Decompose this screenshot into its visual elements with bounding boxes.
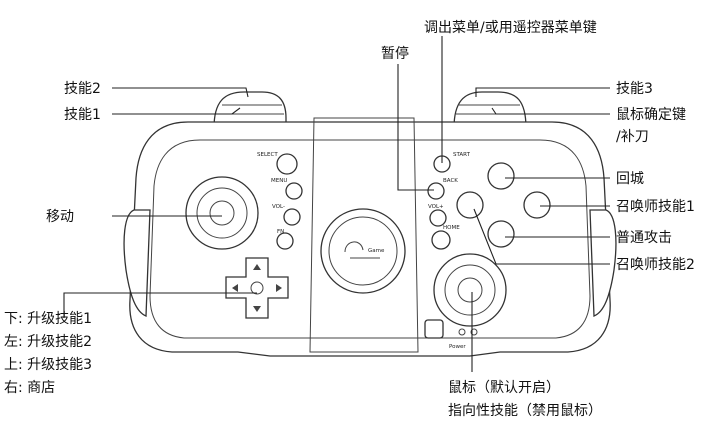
left-shoulder-button — [213, 91, 287, 129]
left-joystick-cap — [196, 187, 248, 239]
vol-plus-button — [429, 209, 447, 227]
leader-skill2 — [112, 87, 249, 98]
label-mouse-confirm: 鼠标确定键 — [616, 107, 686, 123]
leader-skill1 — [112, 107, 241, 115]
label-pause: 暂停 — [381, 45, 409, 62]
center-strip — [309, 117, 419, 353]
leader-dpad — [63, 292, 257, 318]
right-joystick-cap — [444, 264, 496, 316]
led-2 — [470, 328, 478, 336]
face-button-left — [456, 191, 484, 219]
select-button — [276, 153, 298, 175]
label-dpad-down: 下: 升级技能1 — [4, 311, 92, 327]
label-basic-attack: 普通攻击 — [616, 230, 672, 246]
vol-plus-label: VOL+ — [428, 204, 444, 210]
label-recall: 回城 — [616, 171, 644, 187]
label-move: 移动 — [46, 209, 74, 225]
select-label: SELECT — [257, 152, 278, 158]
label-directional-skill: 指向性技能（禁用鼠标） — [448, 403, 602, 419]
home-button — [431, 230, 451, 250]
leader-pause — [397, 64, 434, 191]
label-skill2: 技能2 — [64, 81, 101, 97]
fn-button — [276, 232, 294, 250]
left-grip — [123, 209, 151, 317]
left-joystick-center — [209, 200, 235, 226]
leader-summoner2 — [473, 208, 610, 265]
label-dpad-up: 上: 升级技能3 — [4, 357, 92, 373]
right-shoulder-button — [453, 91, 527, 129]
power-label: Power — [449, 344, 466, 350]
back-label: BACK — [443, 178, 458, 184]
center-logo-inner — [328, 216, 398, 286]
fn-label: FN — [277, 229, 284, 235]
menu-label: MENU — [271, 178, 287, 184]
logo-mark — [344, 241, 380, 259]
logo-text: Game — [368, 248, 385, 254]
face-button-right — [523, 191, 551, 219]
label-last-hit: /补刀 — [616, 129, 649, 145]
label-dpad-left: 左: 升级技能2 — [4, 334, 92, 350]
back-button — [427, 182, 445, 200]
power-button — [424, 319, 444, 339]
controller-illustration: Game SELECT MENU VOL- FN START BACK VOL+… — [123, 91, 617, 357]
menu-button — [285, 182, 303, 200]
label-dpad-right: 右: 商店 — [4, 380, 55, 396]
dpad-center — [250, 281, 264, 295]
label-mouse-default: 鼠标（默认开启） — [448, 380, 560, 396]
face-contour — [149, 139, 591, 339]
right-joystick-center — [457, 277, 483, 303]
label-summoner1: 召唤师技能1 — [616, 198, 695, 215]
face-button-top — [487, 162, 515, 190]
face-button-bottom — [487, 220, 515, 248]
center-logo-ring — [320, 208, 406, 294]
dpad — [225, 257, 289, 319]
right-grip — [589, 209, 617, 317]
label-skill3: 技能3 — [616, 81, 653, 97]
led-1 — [458, 328, 466, 336]
vol-minus-button — [283, 208, 301, 226]
label-menu-call: 调出菜单/或用遥控器菜单键 — [424, 20, 597, 36]
leader-skill3 — [475, 87, 610, 97]
label-summoner2: 召唤师技能2 — [616, 256, 695, 273]
start-label: START — [453, 152, 471, 158]
leader-mouse-confirm — [491, 107, 610, 115]
vol-minus-label: VOL- — [272, 204, 285, 210]
label-skill1: 技能1 — [64, 107, 101, 123]
home-label: HOME — [443, 225, 460, 231]
leader-lines — [63, 36, 610, 372]
